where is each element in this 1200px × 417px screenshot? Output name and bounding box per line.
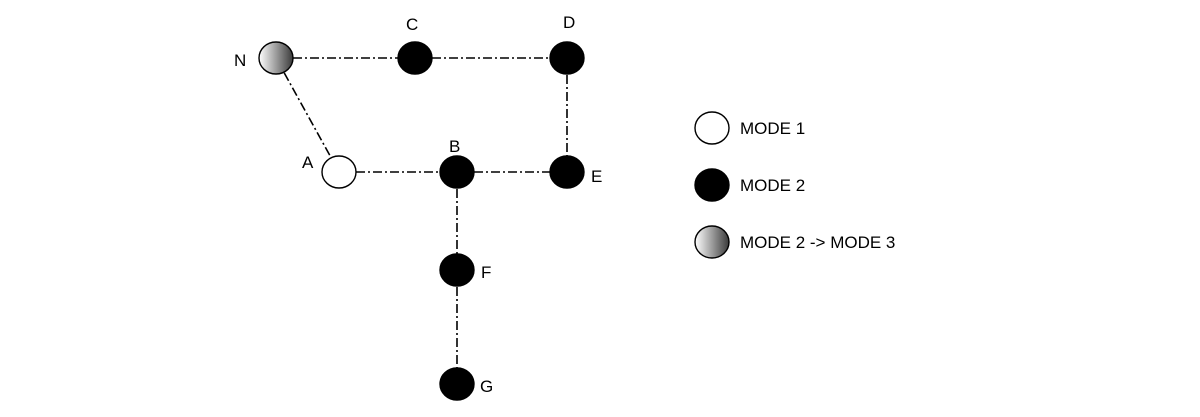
- node-a-label: A: [302, 153, 314, 172]
- legend-swatch-mode3: [694, 225, 730, 259]
- node-b-circle: [439, 155, 475, 189]
- node-g-circle: [439, 367, 475, 401]
- node-e-circle: [549, 155, 585, 189]
- edges: [275, 57, 568, 384]
- edge-n-a: [275, 57, 340, 173]
- node-f-circle: [439, 253, 475, 287]
- node-d-label: D: [563, 13, 575, 32]
- legend-swatch-mode2: [694, 168, 730, 202]
- legend-label-mode3: MODE 2 -> MODE 3: [740, 233, 895, 252]
- node-n: N: [234, 41, 294, 75]
- node-b: B: [439, 137, 475, 189]
- node-n-circle: [258, 41, 294, 75]
- legend-swatch-mode1: [694, 111, 730, 145]
- node-c-circle: [397, 41, 433, 75]
- node-n-label: N: [234, 51, 246, 70]
- node-b-label: B: [449, 137, 460, 156]
- node-d: D: [549, 13, 585, 75]
- node-d-circle: [549, 41, 585, 75]
- nodes: N C D A B E F G: [234, 13, 602, 401]
- node-f-label: F: [481, 263, 491, 282]
- node-a: A: [302, 153, 357, 189]
- legend-item-mode1: MODE 1: [694, 111, 805, 145]
- node-g-label: G: [480, 377, 493, 396]
- node-e-label: E: [591, 167, 602, 186]
- legend-item-mode2: MODE 2: [694, 168, 805, 202]
- node-f: F: [439, 253, 491, 287]
- legend-label-mode2: MODE 2: [740, 176, 805, 195]
- node-g: G: [439, 367, 493, 401]
- legend-label-mode1: MODE 1: [740, 119, 805, 138]
- legend-item-mode3: MODE 2 -> MODE 3: [694, 225, 895, 259]
- legend: MODE 1 MODE 2 MODE 2 -> MODE 3: [694, 111, 895, 259]
- node-c-label: C: [406, 15, 418, 34]
- node-c: C: [397, 15, 433, 75]
- node-e: E: [549, 155, 602, 189]
- node-a-circle: [321, 155, 357, 189]
